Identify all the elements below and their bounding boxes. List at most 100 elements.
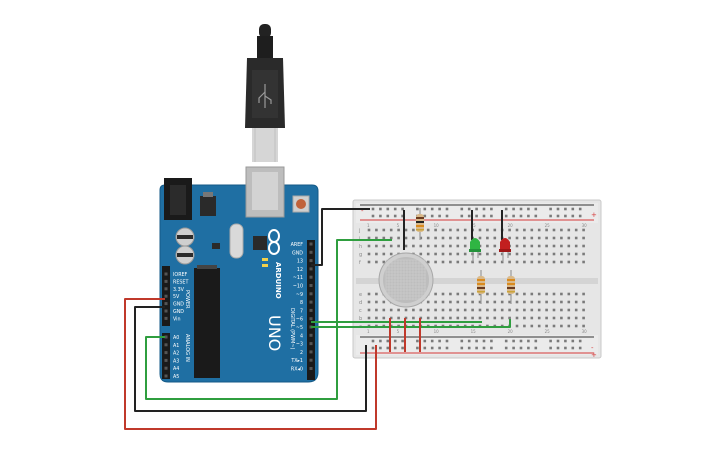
breadboard-hole[interactable]: [486, 292, 489, 296]
pin-hole[interactable]: [164, 335, 168, 339]
breadboard-hole[interactable]: [367, 300, 371, 304]
breadboard-hole[interactable]: [456, 316, 460, 320]
breadboard-hole[interactable]: [508, 228, 511, 232]
breadboard-hole[interactable]: [567, 324, 571, 328]
rail-hole[interactable]: [512, 346, 515, 350]
pin-hole[interactable]: [164, 309, 168, 313]
breadboard-hole[interactable]: [523, 244, 526, 248]
breadboard-hole[interactable]: [486, 316, 489, 320]
rail-hole[interactable]: [430, 207, 434, 211]
pin-hole[interactable]: [309, 308, 313, 312]
breadboard-hole[interactable]: [434, 316, 437, 320]
breadboard-hole[interactable]: [426, 236, 430, 240]
breadboard-hole[interactable]: [545, 236, 548, 240]
breadboard-hole[interactable]: [389, 236, 393, 240]
breadboard-hole[interactable]: [382, 260, 386, 264]
rail-hole[interactable]: [475, 214, 478, 218]
pin-hole[interactable]: [164, 374, 168, 378]
rail-hole[interactable]: [401, 339, 404, 343]
breadboard-hole[interactable]: [582, 308, 585, 312]
rail-hole[interactable]: [467, 214, 471, 218]
breadboard-hole[interactable]: [530, 292, 534, 296]
breadboard-hole[interactable]: [537, 244, 541, 248]
pin-hole[interactable]: [309, 292, 313, 296]
rail-hole[interactable]: [401, 207, 404, 211]
rail-hole[interactable]: [445, 339, 449, 343]
breadboard-hole[interactable]: [463, 316, 467, 320]
pin-hole[interactable]: [164, 316, 168, 320]
breadboard-hole[interactable]: [375, 300, 378, 304]
breadboard-hole[interactable]: [552, 260, 556, 264]
rail-hole[interactable]: [386, 346, 390, 350]
breadboard-hole[interactable]: [397, 228, 400, 232]
breadboard-hole[interactable]: [367, 316, 371, 320]
pin-hole[interactable]: [309, 350, 313, 354]
pin-hole[interactable]: [309, 284, 313, 287]
breadboard-hole[interactable]: [471, 300, 474, 304]
breadboard-hole[interactable]: [441, 316, 445, 320]
breadboard-hole[interactable]: [515, 228, 519, 232]
rail-hole[interactable]: [578, 214, 582, 218]
rail-hole[interactable]: [578, 207, 582, 211]
breadboard-hole[interactable]: [449, 236, 452, 240]
rail-hole[interactable]: [527, 339, 530, 343]
rail-hole[interactable]: [527, 346, 530, 350]
breadboard-hole[interactable]: [500, 260, 504, 264]
breadboard-hole[interactable]: [463, 308, 467, 312]
breadboard-hole[interactable]: [449, 300, 452, 304]
pin-hole[interactable]: [309, 300, 313, 304]
rail-hole[interactable]: [556, 207, 560, 211]
rail-hole[interactable]: [512, 207, 515, 211]
breadboard-hole[interactable]: [537, 292, 541, 296]
breadboard-hole[interactable]: [441, 244, 445, 248]
breadboard-hole[interactable]: [545, 324, 548, 328]
breadboard-hole[interactable]: [375, 236, 378, 240]
breadboard-hole[interactable]: [552, 292, 556, 296]
breadboard-hole[interactable]: [456, 228, 460, 232]
breadboard-hole[interactable]: [426, 308, 430, 312]
rail-hole[interactable]: [556, 339, 560, 343]
breadboard-hole[interactable]: [508, 252, 511, 256]
rail-hole[interactable]: [571, 346, 575, 350]
breadboard-hole[interactable]: [545, 316, 548, 320]
rail-hole[interactable]: [467, 339, 471, 343]
breadboard-hole[interactable]: [367, 236, 371, 240]
breadboard-hole[interactable]: [478, 308, 482, 312]
breadboard-hole[interactable]: [537, 300, 541, 304]
pin-hole[interactable]: [164, 351, 168, 355]
breadboard-hole[interactable]: [515, 324, 519, 328]
breadboard-hole[interactable]: [375, 244, 378, 248]
rail-hole[interactable]: [571, 339, 575, 343]
breadboard-hole[interactable]: [537, 308, 541, 312]
breadboard-hole[interactable]: [500, 292, 504, 296]
wire-a0-green[interactable]: [145, 239, 392, 400]
breadboard-hole[interactable]: [404, 236, 408, 240]
breadboard-hole[interactable]: [552, 228, 556, 232]
breadboard-hole[interactable]: [375, 260, 378, 264]
breadboard-hole[interactable]: [523, 300, 526, 304]
breadboard-hole[interactable]: [449, 252, 452, 256]
resistor-led-green[interactable]: [477, 270, 485, 304]
rail-hole[interactable]: [416, 339, 419, 343]
breadboard-hole[interactable]: [493, 236, 497, 240]
rail-hole[interactable]: [430, 214, 434, 218]
gas-sensor[interactable]: [378, 252, 434, 308]
breadboard-hole[interactable]: [463, 260, 467, 264]
breadboard-hole[interactable]: [449, 292, 452, 296]
rail-hole[interactable]: [564, 346, 567, 350]
pin-hole[interactable]: [309, 259, 313, 263]
pin-hole[interactable]: [309, 367, 313, 370]
breadboard-hole[interactable]: [582, 244, 585, 248]
rail-hole[interactable]: [423, 346, 427, 350]
rail-hole[interactable]: [416, 207, 419, 211]
pin-hole[interactable]: [164, 302, 168, 306]
rail-hole[interactable]: [393, 346, 397, 350]
breadboard-hole[interactable]: [456, 236, 460, 240]
breadboard-hole[interactable]: [530, 244, 534, 248]
breadboard-hole[interactable]: [545, 228, 548, 232]
breadboard-hole[interactable]: [389, 316, 393, 320]
breadboard-hole[interactable]: [449, 308, 452, 312]
breadboard-hole[interactable]: [582, 316, 585, 320]
breadboard-hole[interactable]: [537, 228, 541, 232]
rail-hole[interactable]: [460, 207, 464, 211]
